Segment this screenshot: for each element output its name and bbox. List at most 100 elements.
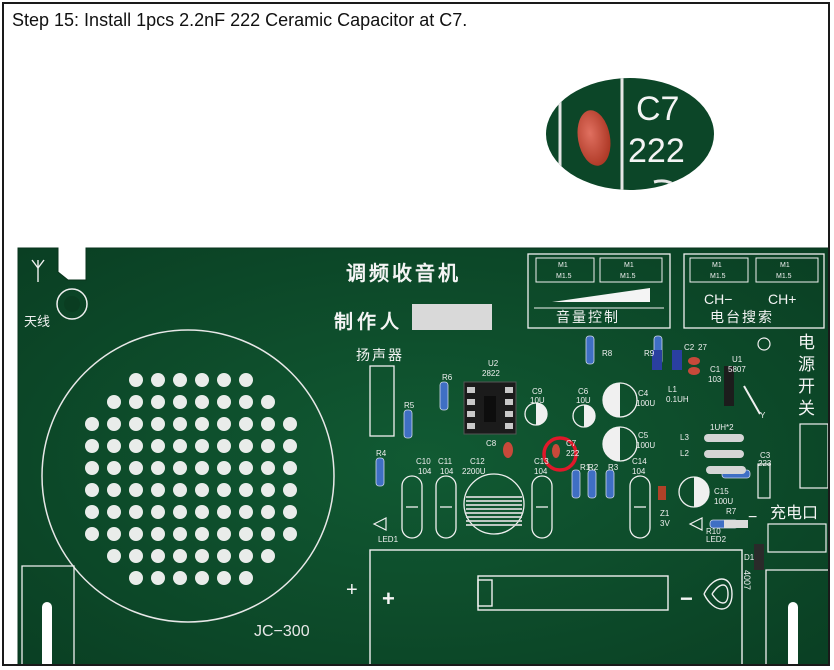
speaker-outline [41,329,335,623]
volume-control-block: M1 M1.5 M1 M1.5 音量控制 [527,253,671,329]
speaker-hole [107,417,121,431]
svg-text:C8: C8 [486,439,497,448]
speaker-hole [173,483,187,497]
svg-text:R7: R7 [726,507,737,516]
speaker-hole [217,505,231,519]
ch-minus-label: CH− [704,291,732,307]
resistor [587,469,597,499]
svg-text:223: 223 [758,459,772,468]
speaker-hole [239,505,253,519]
speaker-hole [283,505,297,519]
resistor [605,469,615,499]
u1-module [652,350,761,415]
speaker-hole [261,527,275,541]
svg-text:Z1: Z1 [660,509,670,518]
speaker-hole [195,505,209,519]
speaker-hole [107,527,121,541]
svg-text:10U: 10U [530,396,545,405]
svg-text:L3: L3 [680,433,689,442]
leds-diodes [372,486,764,570]
silkscreen-labels: R6 R5 R4 R8 R9 C9 10U C6 10U C4 100U C5 … [376,343,772,562]
speaker-hole [283,439,297,453]
speaker-hole [85,439,99,453]
speaker-hole [195,527,209,541]
ch-plus-label: CH+ [768,291,796,307]
small-ceramic-capacitors [503,357,771,499]
svg-text:104: 104 [418,467,432,476]
speaker-hole [239,461,253,475]
battery-minus: − [680,586,693,611]
svg-text:C2: C2 [684,343,695,352]
speaker-label: 扬声器 [356,348,404,364]
svg-text:−: − [748,509,757,526]
c7-zoom-capacitor [577,110,611,166]
maker-name-box [412,304,492,330]
mounting-slots [21,565,828,664]
svg-text:0.1UH: 0.1UH [666,395,689,404]
svg-text:M1: M1 [780,262,790,269]
speaker-hole [151,571,165,585]
speaker-hole [217,373,231,387]
zoom-222-label: 222 [628,132,685,170]
antenna-label: 天线 [24,315,50,330]
speaker-hole [217,461,231,475]
speaker-hole [129,549,143,563]
speaker-hole [195,549,209,563]
svg-text:M1: M1 [558,262,568,269]
resistor [439,381,449,411]
svg-text:R4: R4 [376,449,387,458]
svg-text:104: 104 [632,467,646,476]
speaker-hole [173,373,187,387]
svg-text:M1.5: M1.5 [710,273,726,280]
speaker-hole [283,527,297,541]
speaker-hole [239,439,253,453]
svg-text:C14: C14 [632,457,647,466]
speaker-hole [151,505,165,519]
speaker-hole [129,417,143,431]
svg-text:C6: C6 [578,387,589,396]
speaker-hole [151,461,165,475]
svg-text:M1: M1 [712,262,722,269]
svg-text:R2: R2 [588,463,599,472]
svg-text:L2: L2 [680,449,689,458]
svg-text:C12: C12 [470,457,485,466]
speaker-hole [261,395,275,409]
svg-text:C4: C4 [638,389,649,398]
speaker-hole [107,395,121,409]
speaker-hole [217,527,231,541]
speaker-hole [217,571,231,585]
speaker-hole [173,571,187,585]
speaker-hole [261,439,275,453]
speaker-hole [107,505,121,519]
speaker-hole [85,417,99,431]
svg-text:C13: C13 [534,457,549,466]
speaker-hole [195,483,209,497]
svg-text:2200U: 2200U [462,467,486,476]
svg-text:R9: R9 [644,349,655,358]
power-switch-label: 电 源 开 关 [798,333,820,419]
board-title: 调频收音机 [346,261,461,285]
svg-text:C9: C9 [532,387,543,396]
speaker-hole [151,483,165,497]
battery-holder [369,549,743,664]
speaker-hole [217,549,231,563]
svg-text:C15: C15 [714,487,729,496]
speaker-hole [173,527,187,541]
c7-highlight [542,436,578,472]
svg-text:104: 104 [534,467,548,476]
speaker-hole [195,395,209,409]
svg-text:R10: R10 [706,527,721,536]
svg-text:LED2: LED2 [706,535,727,544]
pcb-illustration: 天线 调频收音机 制作人 扬声器 M1 M1.5 M1 M1.5 音量控制 [17,78,828,664]
svg-text:R1: R1 [580,463,591,472]
speaker-hole [129,395,143,409]
speaker-hole [85,505,99,519]
speaker-hole [173,395,187,409]
svg-text:R3: R3 [608,463,619,472]
speaker-hole [283,461,297,475]
speaker-hole [217,483,231,497]
svg-text:2822: 2822 [482,369,500,378]
resistor [571,469,581,499]
svg-text:10U: 10U [576,396,591,405]
